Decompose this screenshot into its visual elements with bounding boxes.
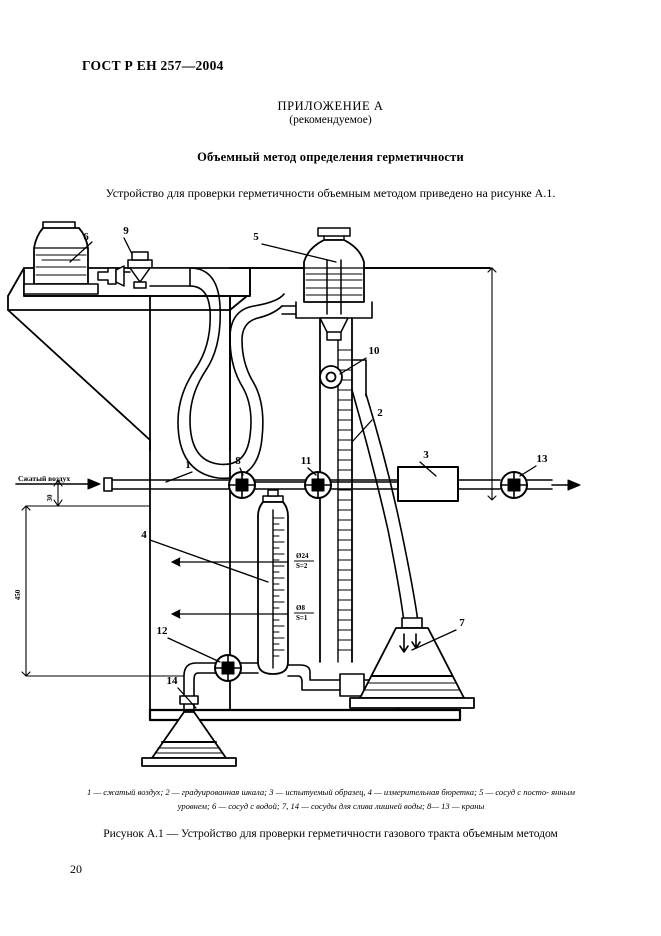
section-title: Объемный метод определения герметичности bbox=[197, 150, 464, 164]
callout-11: 11 bbox=[301, 455, 311, 467]
callout-2: 2 bbox=[377, 407, 383, 419]
annex-title: ПРИЛОЖЕНИЕ А bbox=[277, 99, 384, 113]
bore-8-label: Ø8 bbox=[296, 604, 305, 612]
callout-3: 3 bbox=[423, 449, 429, 461]
valve-12 bbox=[183, 654, 259, 699]
valve-9 bbox=[123, 251, 153, 289]
callout-labels: 6 9 5 2 10 1 8 11 3 13 4 12 7 14 bbox=[83, 225, 548, 687]
vessel-5-constant-level bbox=[281, 227, 373, 341]
pipe-top-horizontal bbox=[149, 267, 191, 287]
valve-10 bbox=[319, 365, 343, 389]
annex-subtitle: (рекомендуемое) bbox=[289, 114, 372, 126]
hose-scale-to-flask7 bbox=[351, 359, 419, 623]
bore-24-label: Ø24 bbox=[296, 552, 309, 560]
callout-12: 12 bbox=[157, 625, 169, 637]
figure-legend: 1 — сжатый воздух; 2 — градуированная шк… bbox=[72, 785, 590, 813]
callout-1: 1 bbox=[185, 459, 191, 471]
dimension-450: 450 bbox=[14, 589, 22, 600]
inlet-label: Сжатый воздух bbox=[18, 474, 70, 483]
document-header: ГОСТ Р ЕН 257—2004 bbox=[82, 58, 224, 73]
valve-13 bbox=[500, 471, 581, 499]
figure-diagram: 6 9 5 2 10 1 8 11 3 13 4 12 7 14 450 30 … bbox=[0, 210, 661, 775]
main-line-right bbox=[254, 479, 399, 490]
bench-slab bbox=[7, 267, 491, 451]
burette-4 bbox=[257, 489, 289, 675]
dimension-30: 30 bbox=[46, 494, 54, 502]
dimension-left bbox=[21, 479, 185, 677]
inlet-pipe-1 bbox=[15, 477, 231, 492]
callout-5: 5 bbox=[253, 231, 259, 243]
flask-14 bbox=[141, 695, 237, 767]
page-number: 20 bbox=[70, 862, 82, 876]
valve-11 bbox=[304, 471, 332, 499]
specimen-3 bbox=[397, 466, 501, 502]
vessel-6-water bbox=[23, 221, 125, 295]
bore-8-wall: S=1 bbox=[296, 614, 308, 622]
callout-leaders bbox=[69, 237, 537, 709]
valve-8 bbox=[228, 471, 256, 499]
callout-7: 7 bbox=[459, 617, 465, 629]
callout-13: 13 bbox=[537, 453, 549, 465]
callout-9: 9 bbox=[123, 225, 129, 237]
flask-7 bbox=[349, 617, 475, 709]
legend-line-1: 1 — сжатый воздух; 2 — градуированная шк… bbox=[87, 787, 550, 797]
legend-line-2: янным уровнем; 6 — сосуд с водой; 7, 14 … bbox=[177, 787, 575, 811]
intro-paragraph: Устройство для проверки герметичности об… bbox=[105, 186, 556, 200]
bore-leaders bbox=[171, 557, 289, 619]
callout-6: 6 bbox=[83, 231, 89, 243]
dimension-right bbox=[369, 267, 497, 501]
figure-caption: Рисунок А.1 — Устройство для проверки ге… bbox=[103, 828, 558, 840]
callout-10: 10 bbox=[369, 345, 381, 357]
callout-8: 8 bbox=[235, 455, 241, 467]
bore-24-wall: S=2 bbox=[296, 562, 308, 570]
callout-4: 4 bbox=[141, 529, 147, 541]
dimension-labels: 450 30 Ø24 S=2 Ø8 S=1 bbox=[14, 494, 314, 622]
flexible-hose-s bbox=[177, 267, 285, 480]
callout-14: 14 bbox=[167, 675, 179, 687]
